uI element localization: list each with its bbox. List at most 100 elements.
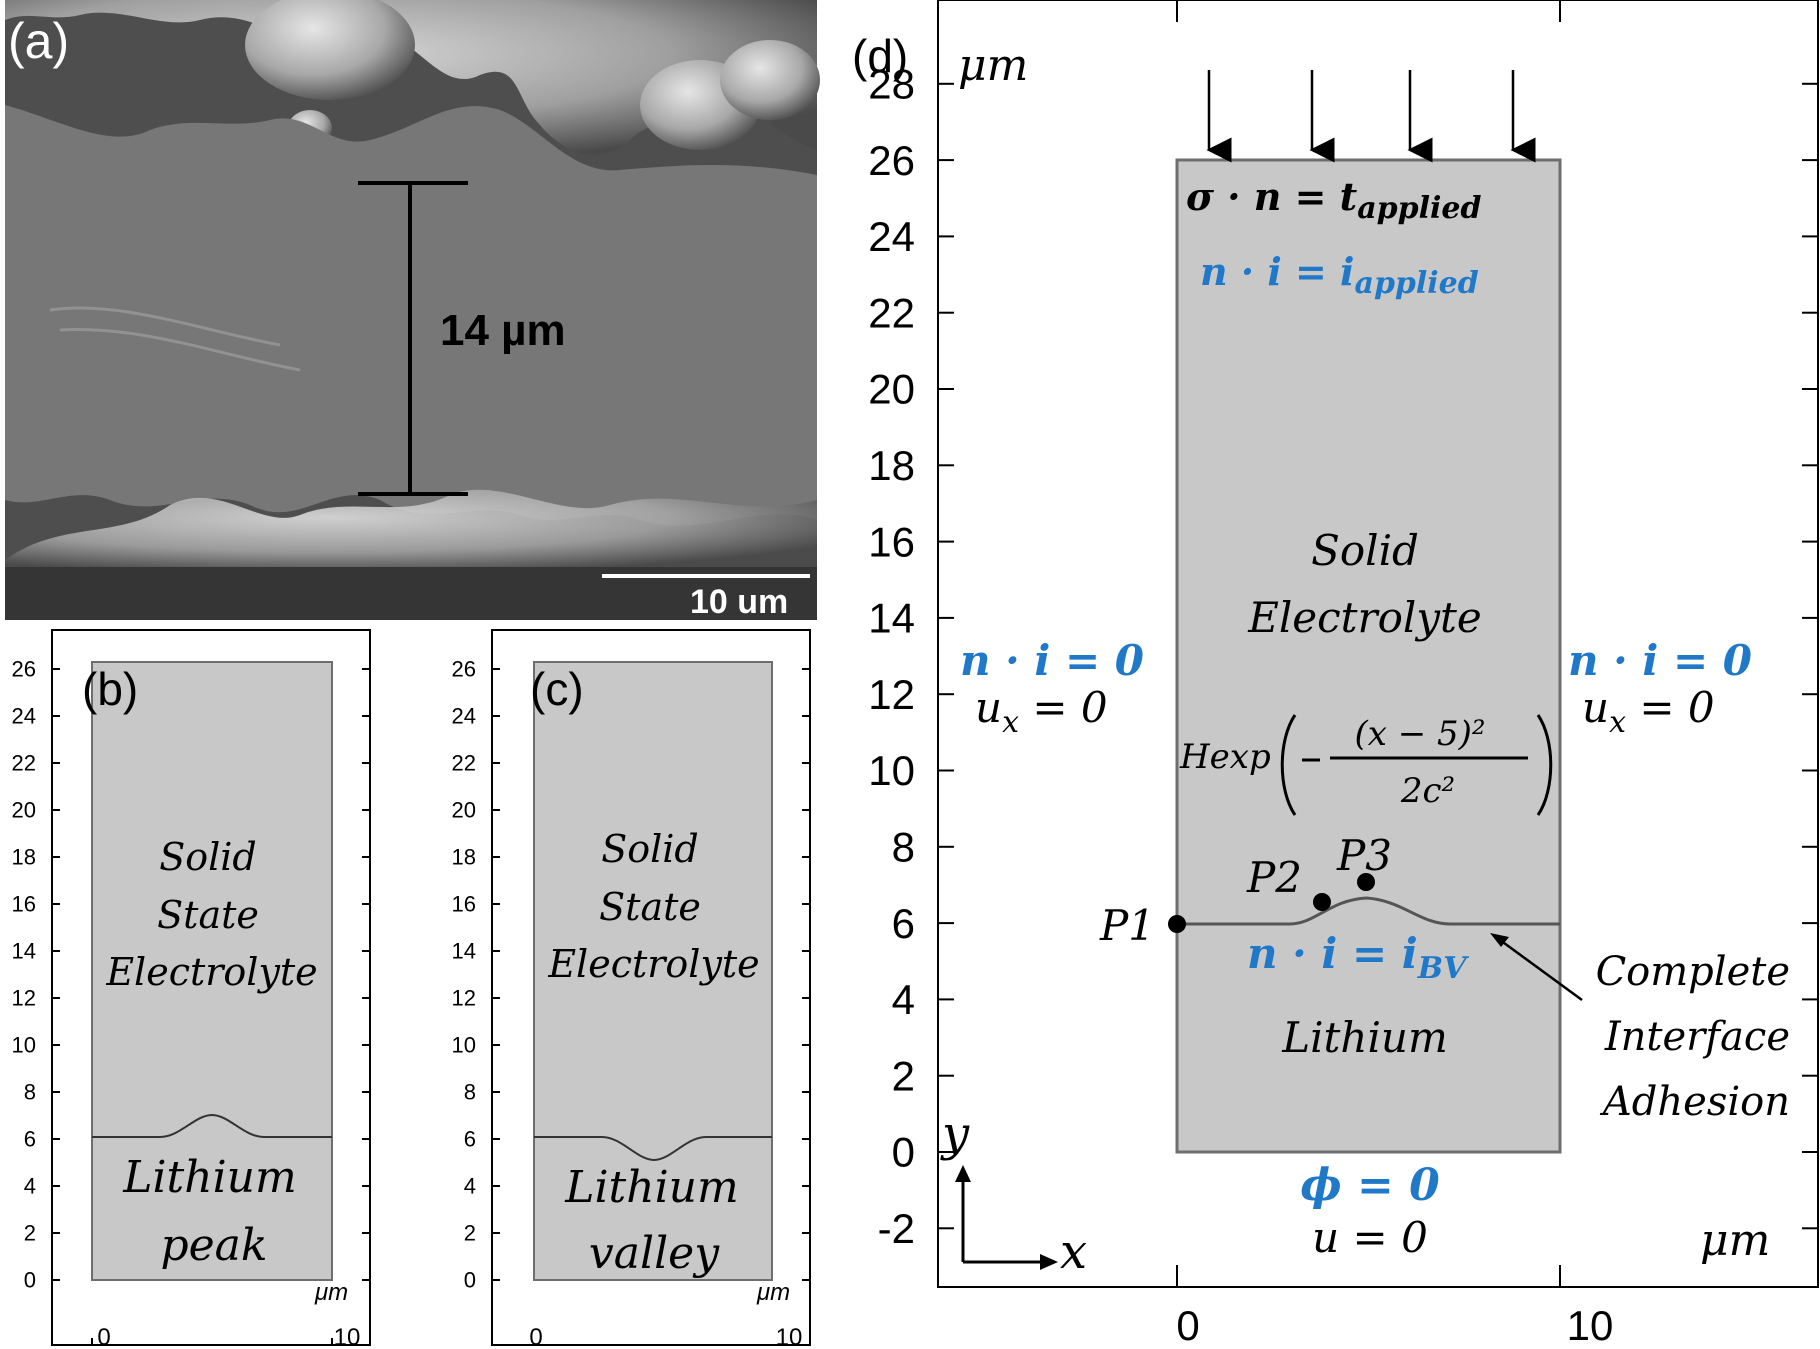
panel-d-y-tick: 20 [868, 366, 915, 413]
panel-b-x-tick: 10 [334, 1324, 361, 1349]
panel-b-region-line: Solid [159, 835, 257, 879]
left-elec-bc: n · i = 0 [960, 636, 1144, 685]
lithium-label: Lithium [1281, 1013, 1448, 1062]
panel-c-x-tick: 0 [529, 1324, 542, 1349]
bottom-mech-bc: u = 0 [1312, 1213, 1428, 1262]
sem-grain [720, 40, 820, 120]
panel-b-region-line: Electrolyte [105, 950, 317, 994]
panel-d-y-tick: 24 [868, 213, 915, 260]
panel-c-y-tick: 20 [452, 798, 476, 823]
sem-texture [49, 306, 301, 372]
measurement-label: 14 µm [440, 306, 566, 355]
top-elec-bc: n · i = iapplied [1200, 249, 1479, 301]
panel-b-region-line: State [157, 893, 259, 937]
panel-b-label: (b) [82, 663, 138, 715]
panel-b-x-tick: 0 [97, 1324, 110, 1349]
panel-c-y-tick: 12 [452, 986, 476, 1011]
panel-d-label: (d) [852, 30, 908, 82]
panel-b-unit: μm [314, 1279, 348, 1306]
panel-b-y-tick: 20 [12, 798, 36, 823]
sem-grain [245, 0, 415, 100]
panel-a: 14 µm 10 um (a) [5, 0, 820, 621]
panel-c-y-tick: 8 [464, 1080, 476, 1105]
point-p1-marker [1168, 915, 1186, 933]
panel-d-x-tick: 10 [1567, 1302, 1614, 1349]
panel-c-y-tick: 18 [452, 845, 476, 870]
panel-d-unit-bottom: μm [1700, 1215, 1770, 1266]
panel-a-label: (a) [8, 13, 69, 69]
paren-right [1536, 714, 1553, 816]
gaussian-denominator: 2c² [1400, 771, 1455, 811]
panel-d-y-tick: 6 [892, 900, 915, 947]
panel-b-y-tick: 0 [24, 1268, 36, 1293]
panel-d-unit-top: μm [958, 40, 1028, 91]
panel-d-y-tick: 16 [868, 518, 915, 565]
panel-b-y-tick: 12 [12, 986, 36, 1011]
panel-c-y-tick: 14 [452, 939, 476, 964]
adhesion-label-line: Complete [1596, 949, 1790, 995]
top-mech-bc: σ · n = tapplied [1186, 174, 1481, 226]
adhesion-label-line: Interface [1604, 1014, 1790, 1060]
sem-lower-grains [5, 489, 817, 570]
panel-d-y-tick: 4 [892, 976, 915, 1023]
panel-c-x-tick: 10 [776, 1324, 803, 1349]
panel-c-y-tick: 4 [464, 1174, 476, 1199]
point-p3-label: P3 [1336, 831, 1392, 880]
panel-b-y-tick: 16 [12, 892, 36, 917]
panel-c-region-line: State [599, 885, 701, 929]
axis-x-label: x [1060, 1224, 1087, 1280]
panel-b-lithium-label: Lithium [122, 1152, 296, 1203]
panel-b-y-tick: 26 [12, 657, 36, 682]
adhesion-label-line: Adhesion [1599, 1079, 1790, 1125]
axis-arrows-icon [955, 1165, 1058, 1270]
panel-d-x-tick: 0 [1176, 1302, 1199, 1349]
panel-d-y-tick: 22 [868, 289, 915, 336]
panel-b-y-tick: 22 [12, 751, 36, 776]
left-mech-bc: ux = 0 [975, 683, 1108, 740]
point-p2-label: P2 [1246, 853, 1302, 902]
panel-d-interface [1177, 896, 1560, 926]
panel-c-region-line: Solid [601, 827, 699, 871]
right-mech-bc: ux = 0 [1582, 683, 1715, 740]
panel-b-y-tick: 6 [24, 1127, 36, 1152]
panel-c-label: (c) [530, 663, 584, 715]
bottom-elec-bc: ϕ = 0 [1300, 1160, 1440, 1211]
interface-bc: n · i = iBV [1247, 929, 1469, 986]
panel-b-y-tick: 4 [24, 1174, 36, 1199]
panel-b-peak-label: peak [160, 1220, 267, 1271]
panel-c-region-line: Electrolyte [547, 942, 759, 986]
panel-d-y-tick: 26 [868, 137, 915, 184]
panel-d-y-tick: -2 [878, 1205, 915, 1252]
adhesion-arrowhead [1490, 933, 1509, 947]
panel-b-y-tick: 8 [24, 1080, 36, 1105]
panel-c-y-tick: 22 [452, 751, 476, 776]
point-p2-marker [1313, 893, 1331, 911]
down-arrow-icon [1206, 70, 1536, 163]
panel-d-y-tick: 10 [868, 747, 915, 794]
panel-d-y-tick: 18 [868, 442, 915, 489]
panel-d-y-tick: 14 [868, 595, 915, 642]
panel-c-y-tick: 6 [464, 1127, 476, 1152]
point-p3-marker [1357, 873, 1375, 891]
panel-d-y-tick: 28 [868, 61, 915, 108]
panel-c-y-tick: 16 [452, 892, 476, 917]
panel-c-interface [534, 1136, 772, 1162]
panel-b-interface [92, 1113, 332, 1138]
panel-c-y-tick: 26 [452, 657, 476, 682]
panel-b-y-tick: 18 [12, 845, 36, 870]
panel-c-y-tick: 0 [464, 1268, 476, 1293]
gaussian-expression: Hexp (x − 5)² 2c² [1179, 714, 1553, 816]
panel-c-valley-label: valley [589, 1228, 720, 1279]
sem-upper-grains [5, 0, 817, 156]
right-elec-bc: n · i = 0 [1568, 636, 1752, 685]
panel-b-y-tick: 2 [24, 1221, 36, 1246]
gaussian-numerator: (x − 5)² [1354, 714, 1485, 754]
panel-b-y-tick: 10 [12, 1033, 36, 1058]
panel-b-domain [91, 661, 333, 1281]
